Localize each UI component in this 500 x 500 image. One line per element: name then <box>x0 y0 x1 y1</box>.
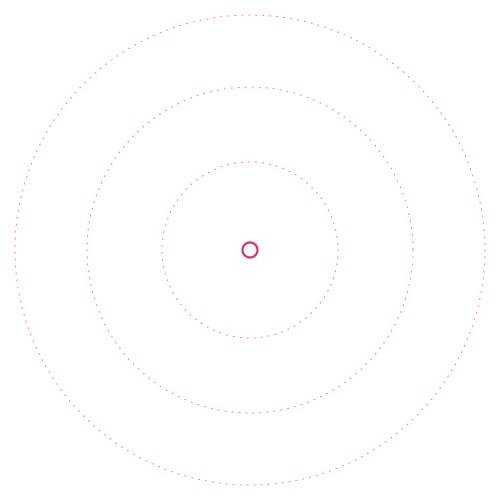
outer-ring <box>14 14 486 486</box>
middle-ring <box>86 86 414 414</box>
inner-ring <box>161 161 339 339</box>
target-circle-icon[interactable] <box>241 241 259 259</box>
